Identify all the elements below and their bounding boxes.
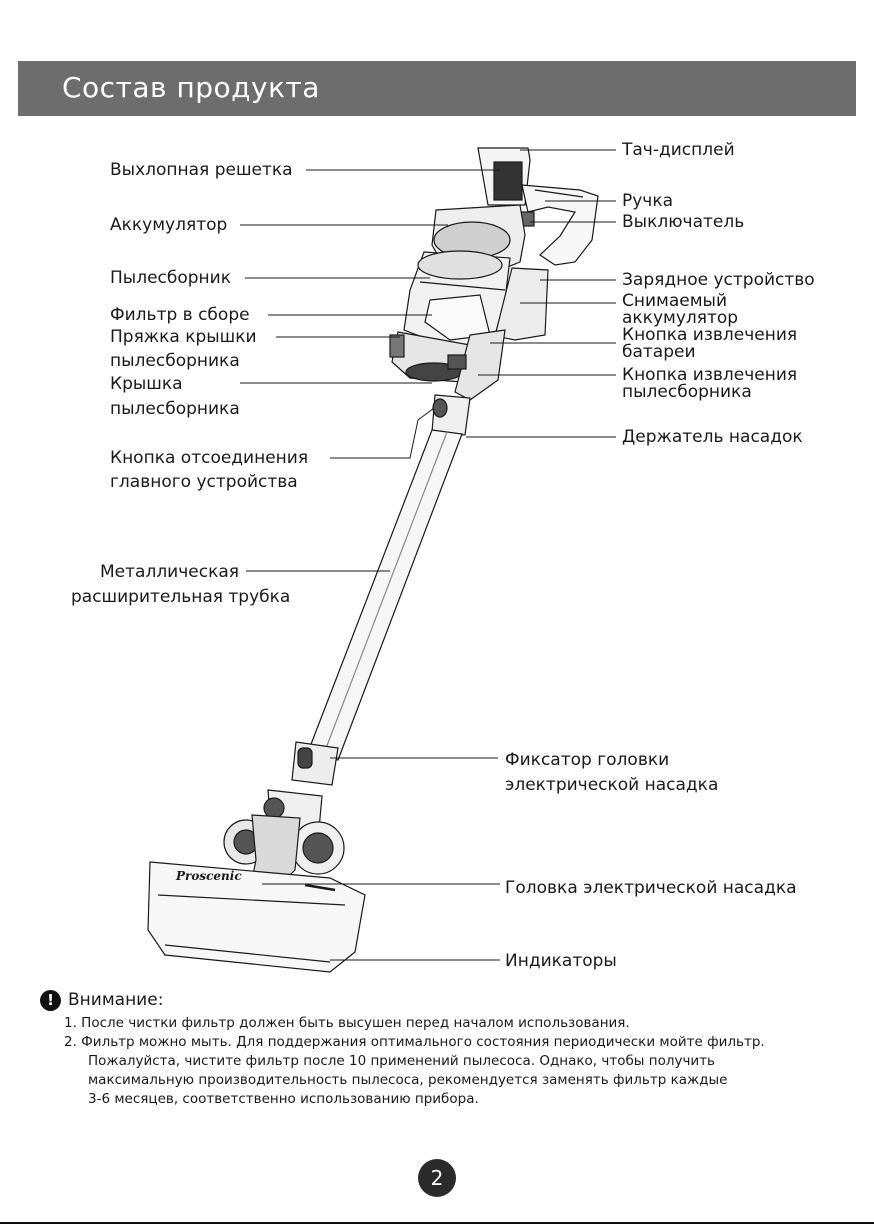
section-title: Состав продукта bbox=[62, 71, 320, 104]
label-charger: Зарядное устройство bbox=[622, 270, 815, 290]
label-accessory-holder: Держатель насадок bbox=[622, 427, 803, 447]
label-head-lock-line2: электрической насадка bbox=[505, 775, 719, 795]
label-dust-bin: Пылесборник bbox=[110, 268, 231, 288]
page-number: 2 bbox=[418, 1159, 456, 1197]
label-head-lock-line1: Фиксатор головки bbox=[505, 750, 670, 770]
label-battery-release-line2: батареи bbox=[622, 342, 696, 362]
note-line-4: максимальную производительность пылесоса… bbox=[88, 1072, 728, 1088]
section-header: Состав продукта bbox=[18, 61, 856, 116]
label-handle: Ручка bbox=[622, 191, 674, 211]
leader-lines bbox=[240, 149, 616, 961]
label-bin-cover-line2: пылесборника bbox=[110, 399, 240, 419]
label-removable-battery-line2: аккумулятор bbox=[622, 308, 739, 328]
note-line-1: 1. После чистки фильтр должен быть высуш… bbox=[64, 1015, 630, 1031]
label-power-switch: Выключатель bbox=[622, 212, 745, 232]
brand-logo: Proscenic bbox=[175, 869, 242, 883]
note-line-2: 2. Фильтр можно мыть. Для поддержания оп… bbox=[64, 1034, 765, 1050]
note-line-5: 3-6 месяцев, соответственно использовани… bbox=[88, 1091, 479, 1107]
exclamation-icon: ! bbox=[40, 990, 61, 1011]
label-battery-release-line1: Кнопка извлечения bbox=[622, 325, 798, 345]
label-bin-cover-latch-line1: Пряжка крышки bbox=[110, 327, 257, 347]
label-bin-cover-latch-line2: пылесборника bbox=[110, 351, 240, 371]
exhaust-grille-drawing bbox=[493, 161, 523, 201]
label-bin-release-line1: Кнопка извлечения bbox=[622, 365, 798, 385]
label-main-unit-release-line1: Кнопка отсоединения bbox=[110, 448, 309, 468]
label-indicators: Индикаторы bbox=[505, 951, 617, 971]
vacuum-outline bbox=[147, 147, 599, 973]
notes-title: Внимание: bbox=[68, 990, 164, 1010]
label-metal-tube-line2: расширительная трубка bbox=[71, 587, 291, 607]
label-power-head: Головка электрической насадка bbox=[505, 878, 797, 898]
label-touch-display: Тач-дисплей bbox=[622, 140, 735, 160]
note-line-3: Пожалуйста, чистите фильтр после 10 прим… bbox=[88, 1053, 716, 1069]
label-bin-cover-line1: Крышка bbox=[110, 374, 183, 394]
label-filter-assembly: Фильтр в сборе bbox=[110, 305, 250, 325]
label-battery: Аккумулятор bbox=[110, 215, 228, 235]
label-main-unit-release-line2: главного устройства bbox=[110, 472, 298, 492]
label-exhaust-grille: Выхлопная решетка bbox=[110, 160, 293, 180]
label-bin-release-line2: пылесборника bbox=[622, 382, 752, 402]
label-metal-tube-line1: Металлическая bbox=[100, 562, 239, 582]
bottom-divider bbox=[0, 1222, 874, 1224]
label-removable-battery-line1: Снимаемый bbox=[622, 291, 728, 311]
